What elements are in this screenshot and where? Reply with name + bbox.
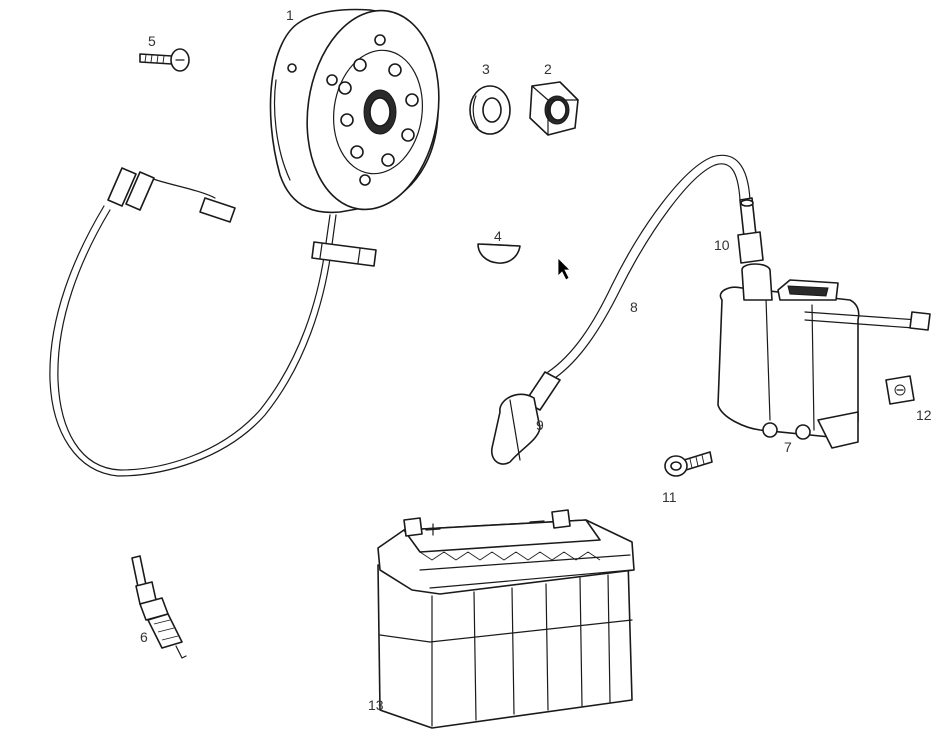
spark-plug-part-6 xyxy=(131,555,187,659)
callout-2: 2 xyxy=(544,61,552,77)
stator-wiring-harness xyxy=(49,167,377,477)
battery-part-13 xyxy=(377,509,635,729)
callout-1: 1 xyxy=(286,7,294,23)
mouse-pointer-icon xyxy=(557,257,571,281)
callout-13: 13 xyxy=(368,697,384,713)
screw-part-5 xyxy=(139,48,190,72)
spark-plug-cap-part-9 xyxy=(490,371,561,465)
callout-4: 4 xyxy=(494,228,502,244)
callout-12: 12 xyxy=(916,407,932,423)
callout-9: 9 xyxy=(536,417,544,433)
callout-8: 8 xyxy=(630,299,638,315)
washer-part-3 xyxy=(469,85,511,135)
flywheel-rotor xyxy=(269,8,440,214)
callout-3: 3 xyxy=(482,61,490,77)
callout-5: 5 xyxy=(148,33,156,49)
clip-part-12 xyxy=(885,375,915,405)
bolt-part-11 xyxy=(664,451,713,477)
callout-6: 6 xyxy=(140,629,148,645)
terminal-cap-part-10 xyxy=(737,197,764,264)
callout-7: 7 xyxy=(784,439,792,455)
woodruff-key-part-4 xyxy=(477,243,521,264)
ht-lead-part-8 xyxy=(547,154,751,379)
callout-10: 10 xyxy=(714,237,730,253)
nut-part-2 xyxy=(529,81,579,136)
ignition-coil-part-7 xyxy=(717,263,931,449)
callout-11: 11 xyxy=(662,489,677,505)
